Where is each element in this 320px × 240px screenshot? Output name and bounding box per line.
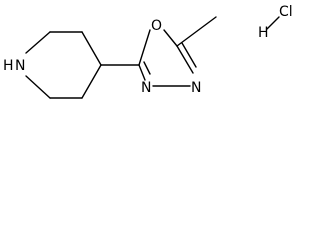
- bond-piperidine-6: [25, 75, 51, 99]
- bond-methyl: [176, 16, 217, 47]
- bond-piperidine-4: [81, 64, 102, 99]
- atom-piperidine-n: N: [15, 58, 25, 74]
- bond-oxadiazole-c5-n4: [176, 45, 194, 74]
- atom-oxadiazole-n-right: N: [191, 80, 201, 96]
- bond-piperidine-3: [81, 31, 102, 66]
- bond-oxadiazole-n3-c2: [138, 64, 146, 81]
- structure-canvas: N H O N N H Cl: [0, 0, 310, 99]
- atom-salt-cl: Cl: [279, 4, 293, 20]
- chemical-structure: N H O N N H Cl: [3, 4, 293, 99]
- atom-piperidine-h: H: [3, 58, 14, 74]
- atom-oxadiazole-o: O: [151, 18, 162, 34]
- bond-oxadiazole-c5-n4-double: [181, 42, 197, 68]
- bond-h-cl: [266, 16, 280, 30]
- bond-oxadiazole-c2-o: [138, 29, 151, 66]
- bond-oxadiazole-n3-c2-double: [143, 61, 151, 75]
- bond-piperidine-1: [25, 31, 51, 54]
- atom-salt-h: H: [258, 25, 269, 41]
- atom-oxadiazole-n-left: N: [141, 80, 151, 96]
- bond-oxadiazole-o-c5: [163, 29, 178, 47]
